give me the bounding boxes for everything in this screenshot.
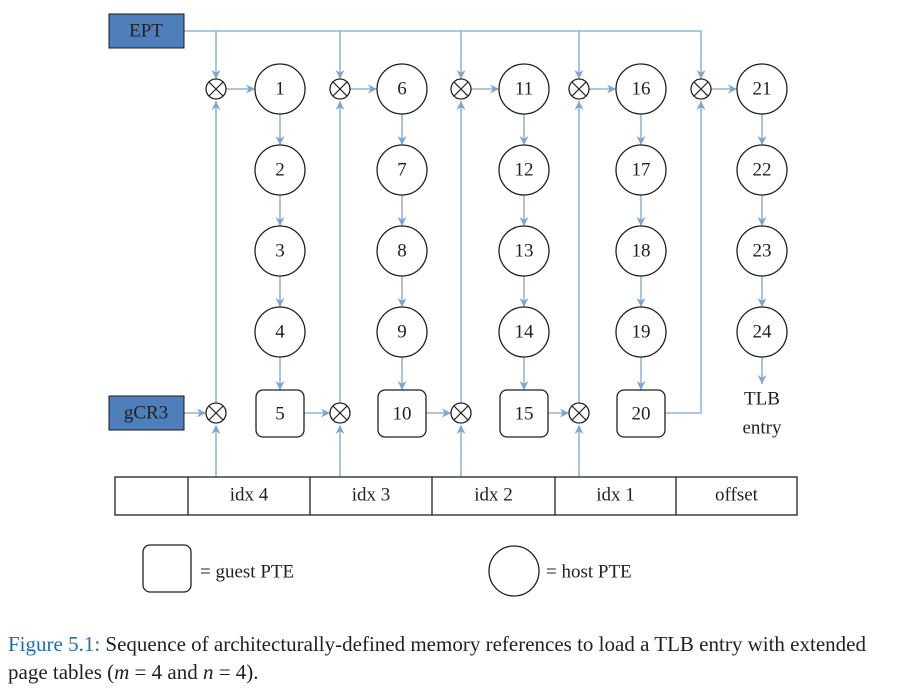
legend-host-pte-swatch [488, 545, 540, 597]
multiply-node [690, 78, 712, 100]
multiply-node [450, 78, 472, 100]
host-pte-node [615, 144, 667, 196]
caption-label: Figure 5.1: [8, 632, 101, 656]
multiply-node [568, 402, 590, 424]
host-pte-label: 24 [753, 322, 773, 343]
host-pte-label: 6 [397, 79, 407, 100]
guest-pte-node [616, 389, 666, 438]
host-pte-node [736, 144, 788, 196]
legend-guest-pte-swatch [142, 544, 192, 593]
figure-caption: Figure 5.1: Sequence of architecturally-… [8, 630, 908, 686]
guest-pte-label: 5 [275, 404, 285, 425]
host-pte-label: 8 [397, 241, 407, 262]
guest-pte-label: 10 [393, 404, 412, 425]
host-pte-label: 2 [275, 160, 285, 181]
caption-n-variable: n [202, 660, 214, 684]
legend-guest-pte-label: = guest PTE [200, 562, 294, 583]
host-pte-node [736, 225, 788, 277]
multiply-node [450, 402, 472, 424]
ept-register [108, 13, 185, 49]
host-pte-label: 9 [397, 322, 407, 343]
caption-n-value: = 4). [213, 660, 259, 684]
ept-register-label: EPT [129, 21, 163, 42]
host-pte-node [254, 144, 306, 196]
guest-pte-node [499, 389, 549, 438]
host-pte-node [376, 225, 428, 277]
host-pte-node [615, 63, 667, 115]
host-pte-label: 19 [632, 322, 651, 343]
virtual-address-bar [114, 476, 798, 516]
host-pte-label: 4 [275, 322, 285, 343]
host-pte-node [254, 63, 306, 115]
address-field-label: offset [715, 485, 759, 506]
legend-host-pte-label: = host PTE [546, 562, 632, 583]
multiply-node [329, 78, 351, 100]
multiply-node [205, 78, 227, 100]
caption-m-value: = 4 and [129, 660, 203, 684]
host-pte-label: 18 [632, 241, 651, 262]
guest-pte-node [255, 389, 305, 438]
address-field-label: idx 3 [352, 485, 391, 506]
host-pte-node [254, 225, 306, 277]
ept-page-walk-diagram: EPTgCR3123467891112131416171819212223245… [108, 13, 798, 597]
multiply-node [205, 402, 227, 424]
host-pte-label: 14 [515, 322, 535, 343]
host-pte-node [736, 63, 788, 115]
host-pte-label: 17 [632, 160, 651, 181]
guest-pte-node [377, 389, 427, 438]
host-pte-node [615, 225, 667, 277]
multiply-node [329, 402, 351, 424]
gcr3-register-label: gCR3 [124, 403, 168, 424]
tlb-entry-label-line2: entry [742, 418, 782, 439]
multiply-node [568, 78, 590, 100]
host-pte-label: 23 [753, 241, 772, 262]
address-field-label: idx 4 [230, 485, 269, 506]
host-pte-node [615, 306, 667, 358]
caption-text: Sequence of architecturally-defined memo… [8, 632, 866, 684]
host-pte-node [498, 144, 550, 196]
host-pte-label: 16 [632, 79, 651, 100]
host-pte-node [498, 225, 550, 277]
address-field-label: idx 1 [596, 485, 635, 506]
host-pte-node [376, 63, 428, 115]
host-pte-node [254, 306, 306, 358]
guest-pte-label: 20 [632, 404, 651, 425]
host-pte-node [736, 306, 788, 358]
host-pte-node [498, 306, 550, 358]
guest-to-last-mult-wire [665, 101, 706, 414]
host-pte-label: 3 [275, 241, 285, 262]
host-pte-label: 11 [515, 79, 533, 100]
host-pte-label: 7 [397, 160, 407, 181]
host-pte-node [376, 144, 428, 196]
gcr3-register [108, 395, 185, 431]
host-pte-label: 22 [753, 160, 772, 181]
host-pte-node [498, 63, 550, 115]
tlb-entry-label-line1: TLB [744, 389, 780, 410]
host-pte-node [376, 306, 428, 358]
caption-m-variable: m [114, 660, 130, 684]
guest-pte-label: 15 [515, 404, 534, 425]
host-pte-label: 21 [753, 79, 772, 100]
host-pte-label: 12 [515, 160, 534, 181]
host-pte-label: 1 [275, 79, 285, 100]
address-field-label: idx 2 [474, 485, 513, 506]
host-pte-label: 13 [515, 241, 534, 262]
